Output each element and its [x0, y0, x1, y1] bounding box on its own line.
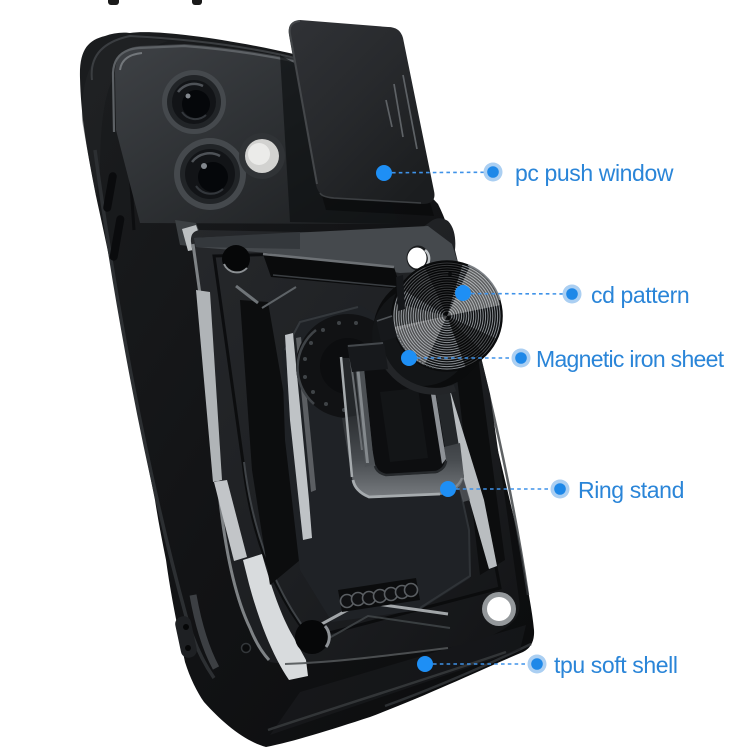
- svg-text:tpu soft shell: tpu soft shell: [554, 652, 678, 678]
- svg-text:Ring stand: Ring stand: [578, 477, 684, 503]
- svg-text:cd pattern: cd pattern: [591, 282, 689, 308]
- svg-text:Magnetic iron sheet: Magnetic iron sheet: [536, 346, 725, 372]
- svg-text:pc push window: pc push window: [515, 160, 674, 186]
